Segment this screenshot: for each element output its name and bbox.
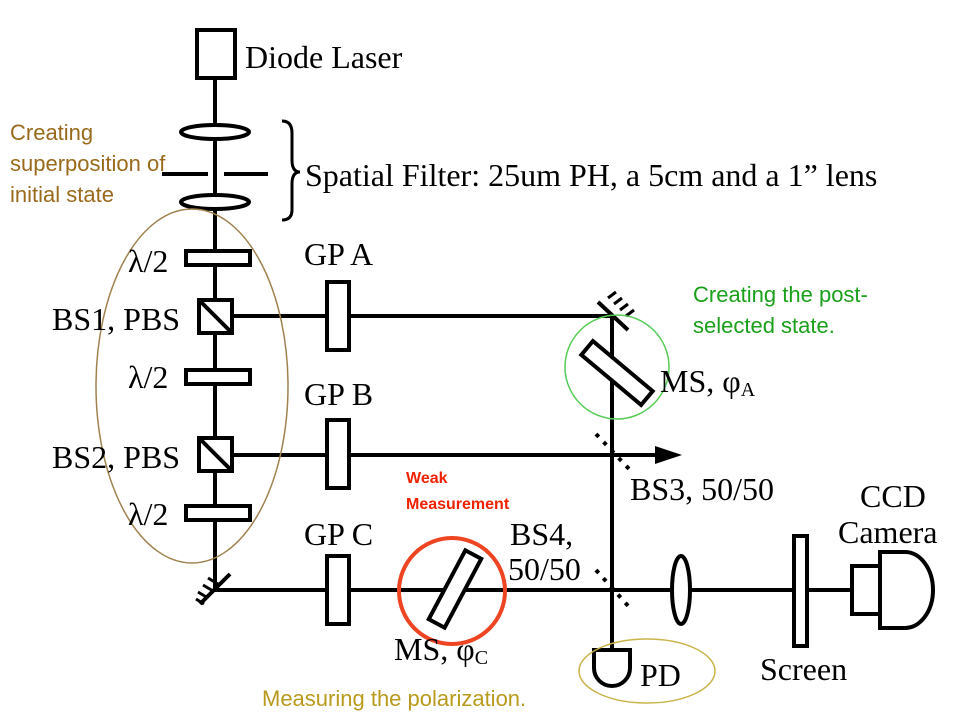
bs1-cube bbox=[197, 298, 234, 335]
diode-laser-box bbox=[195, 28, 237, 80]
lens-before-screen bbox=[670, 554, 692, 626]
bs2-cube bbox=[197, 436, 234, 473]
superposition-ellipse bbox=[95, 208, 289, 564]
half-wave-plate-3 bbox=[184, 504, 252, 522]
photodiode bbox=[592, 648, 632, 688]
label-ms-a: MS, φA bbox=[660, 363, 756, 401]
annotation-weak-line-2: Measurement bbox=[406, 496, 510, 513]
ms-c-slab bbox=[426, 547, 484, 631]
label-gp-c: GP C bbox=[304, 516, 373, 552]
half-wave-plate-1 bbox=[184, 249, 252, 267]
annotation-polarization: Measuring the polarization. bbox=[262, 686, 527, 711]
spatial-filter-lens-bottom bbox=[179, 193, 251, 211]
annotation-superposition-line-1: Creating bbox=[10, 120, 94, 145]
weak-measurement-circle bbox=[397, 536, 507, 646]
label-bs2: BS2, PBS bbox=[52, 439, 180, 475]
bs4-splitter bbox=[594, 568, 632, 610]
label-spatial-filter: Spatial Filter: 25um PH, a 5cm and a 1” … bbox=[305, 157, 877, 193]
annotation-superposition-line-2: superposition of bbox=[10, 151, 166, 176]
annotation-weak-line-1: Weak bbox=[406, 470, 448, 487]
label-gp-b: GP B bbox=[304, 376, 373, 412]
label-half-wave-2: λ/2 bbox=[128, 359, 168, 395]
mirror-top-right bbox=[596, 290, 635, 332]
screen-plate bbox=[792, 534, 809, 648]
label-screen: Screen bbox=[760, 651, 847, 687]
ms-a-slab bbox=[578, 338, 656, 408]
postselected-circle bbox=[564, 314, 670, 420]
pd-ellipse bbox=[578, 638, 716, 704]
label-ccd-line2: Camera bbox=[838, 514, 938, 550]
glass-plate-c bbox=[325, 554, 351, 626]
beam-b-arrowhead bbox=[655, 446, 682, 464]
annotation-postselected: Creating the post- selected state. bbox=[693, 279, 868, 341]
half-wave-plate-2 bbox=[184, 368, 252, 386]
label-half-wave-3: λ/2 bbox=[128, 496, 168, 532]
annotation-postselected-line-1: Creating the post- bbox=[693, 282, 868, 307]
glass-plate-a bbox=[325, 280, 351, 352]
annotation-postselected-line-2: selected state. bbox=[693, 313, 835, 338]
bs3-splitter bbox=[594, 432, 632, 472]
spatial-filter-brace bbox=[281, 119, 301, 222]
annotation-superposition: Creating superposition of initial state bbox=[10, 117, 165, 210]
label-ms-c: MS, φC bbox=[394, 631, 488, 669]
annotation-superposition-line-3: initial state bbox=[10, 182, 114, 207]
annotation-weak-measurement: Weak Measurement bbox=[406, 466, 509, 518]
label-half-wave-1: λ/2 bbox=[128, 243, 168, 279]
label-ccd-line1: CCD bbox=[860, 478, 926, 514]
label-gp-a: GP A bbox=[304, 236, 373, 272]
label-bs3: BS3, 50/50 bbox=[630, 471, 774, 507]
label-bs4-line2: 50/50 bbox=[508, 551, 581, 587]
label-pd: PD bbox=[640, 657, 681, 693]
label-bs1: BS1, PBS bbox=[52, 301, 180, 337]
spatial-filter-lens-top bbox=[179, 123, 251, 141]
ccd-camera bbox=[850, 550, 935, 630]
label-diode-laser: Diode Laser bbox=[245, 39, 403, 75]
mirror-bottom-left bbox=[195, 572, 232, 606]
glass-plate-b bbox=[325, 418, 351, 490]
label-bs4-line1: BS4, bbox=[510, 516, 573, 552]
